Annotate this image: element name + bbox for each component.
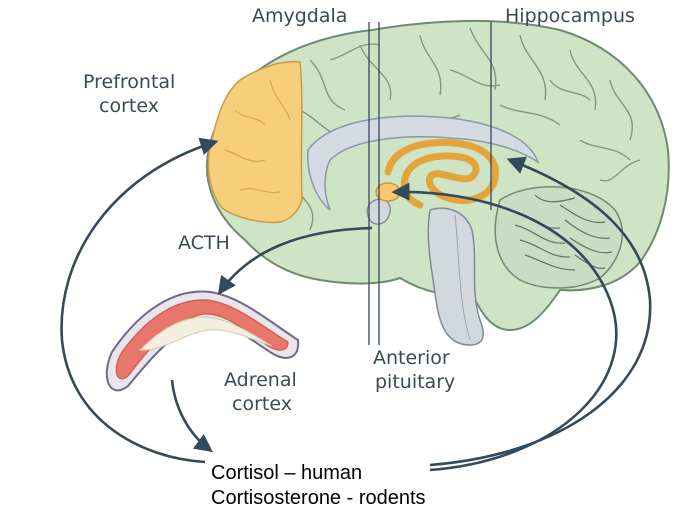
label-prefrontal-line2: cortex [99,95,159,117]
brain-gyri [289,27,641,231]
label-adrenal-line1: Adrenal [224,369,297,391]
brainstem [427,207,484,346]
prefrontal-cortex-region [207,60,303,224]
label-acth: ACTH [178,232,230,254]
label-cortisosterone-rodents: Cortisosterone - rodents [211,487,426,509]
label-anterior-line1: Anterior [373,347,450,369]
adrenal-gland [105,290,300,392]
arrow-acth-to-adrenal [217,226,373,295]
arrow-adrenal-to-cortisol [170,379,213,453]
label-adrenal-line2: cortex [232,393,292,415]
arrow-cortisol-to-amygdala [391,182,618,472]
label-cortisol-human: Cortisol – human [211,462,363,484]
label-amygdala: Amygdala [252,5,348,27]
corpus-callosum [307,115,540,211]
label-anterior-line2: pituitary [375,371,456,393]
label-prefrontal-line1: Prefrontal [83,71,176,93]
arrow-cortisol-to-prefrontal [60,137,219,464]
label-hippocampus: Hippocampus [505,5,635,27]
hippocampus-region [384,138,499,209]
